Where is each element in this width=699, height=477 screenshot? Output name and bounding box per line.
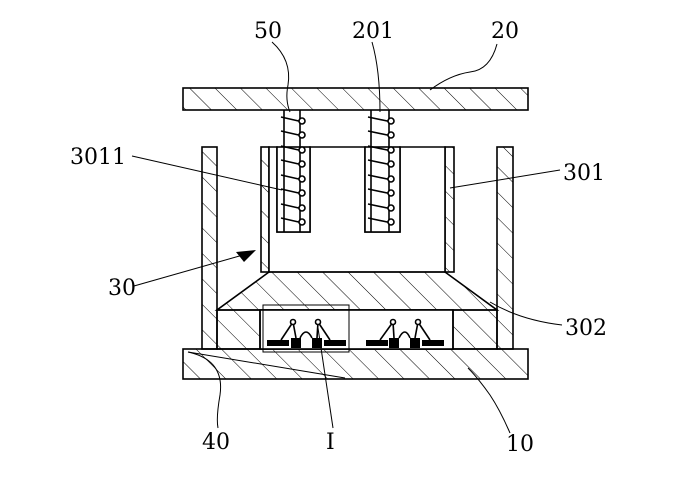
label-10: 10: [506, 432, 534, 457]
leader-301: [449, 169, 561, 189]
leader-302: [489, 301, 563, 326]
label-I: I: [326, 430, 335, 455]
bottom-plate: [182, 348, 529, 380]
leader-10: [467, 367, 511, 434]
spring-201: [367, 110, 395, 232]
label-301: 301: [563, 161, 605, 186]
trapezoid-base: [214, 271, 500, 311]
top-plate: [182, 87, 529, 111]
leader-50: [271, 41, 291, 113]
leader-40: [187, 351, 222, 429]
right-outer-wall: [496, 146, 514, 350]
leader-201: [371, 41, 381, 113]
switch-left: [267, 318, 346, 348]
spring-50: [280, 110, 306, 232]
leader-30: [133, 252, 251, 287]
leader-40-b: [187, 351, 346, 379]
switch-right: [366, 318, 444, 348]
label-20: 20: [491, 19, 519, 44]
label-201: 201: [352, 19, 394, 44]
leader-3011: [131, 155, 283, 191]
label-50: 50: [254, 19, 282, 44]
right-inner-wall: [444, 146, 455, 273]
label-302: 302: [565, 316, 607, 341]
leader-I: [317, 327, 334, 429]
left-inner-wall: [260, 146, 270, 273]
label-3011: 3011: [70, 145, 126, 170]
label-40: 40: [202, 430, 230, 455]
leader-20: [429, 43, 498, 91]
label-30: 30: [108, 276, 136, 301]
left-outer-wall: [201, 146, 218, 350]
arrow-30: [236, 250, 256, 262]
detail-box: [262, 304, 350, 353]
